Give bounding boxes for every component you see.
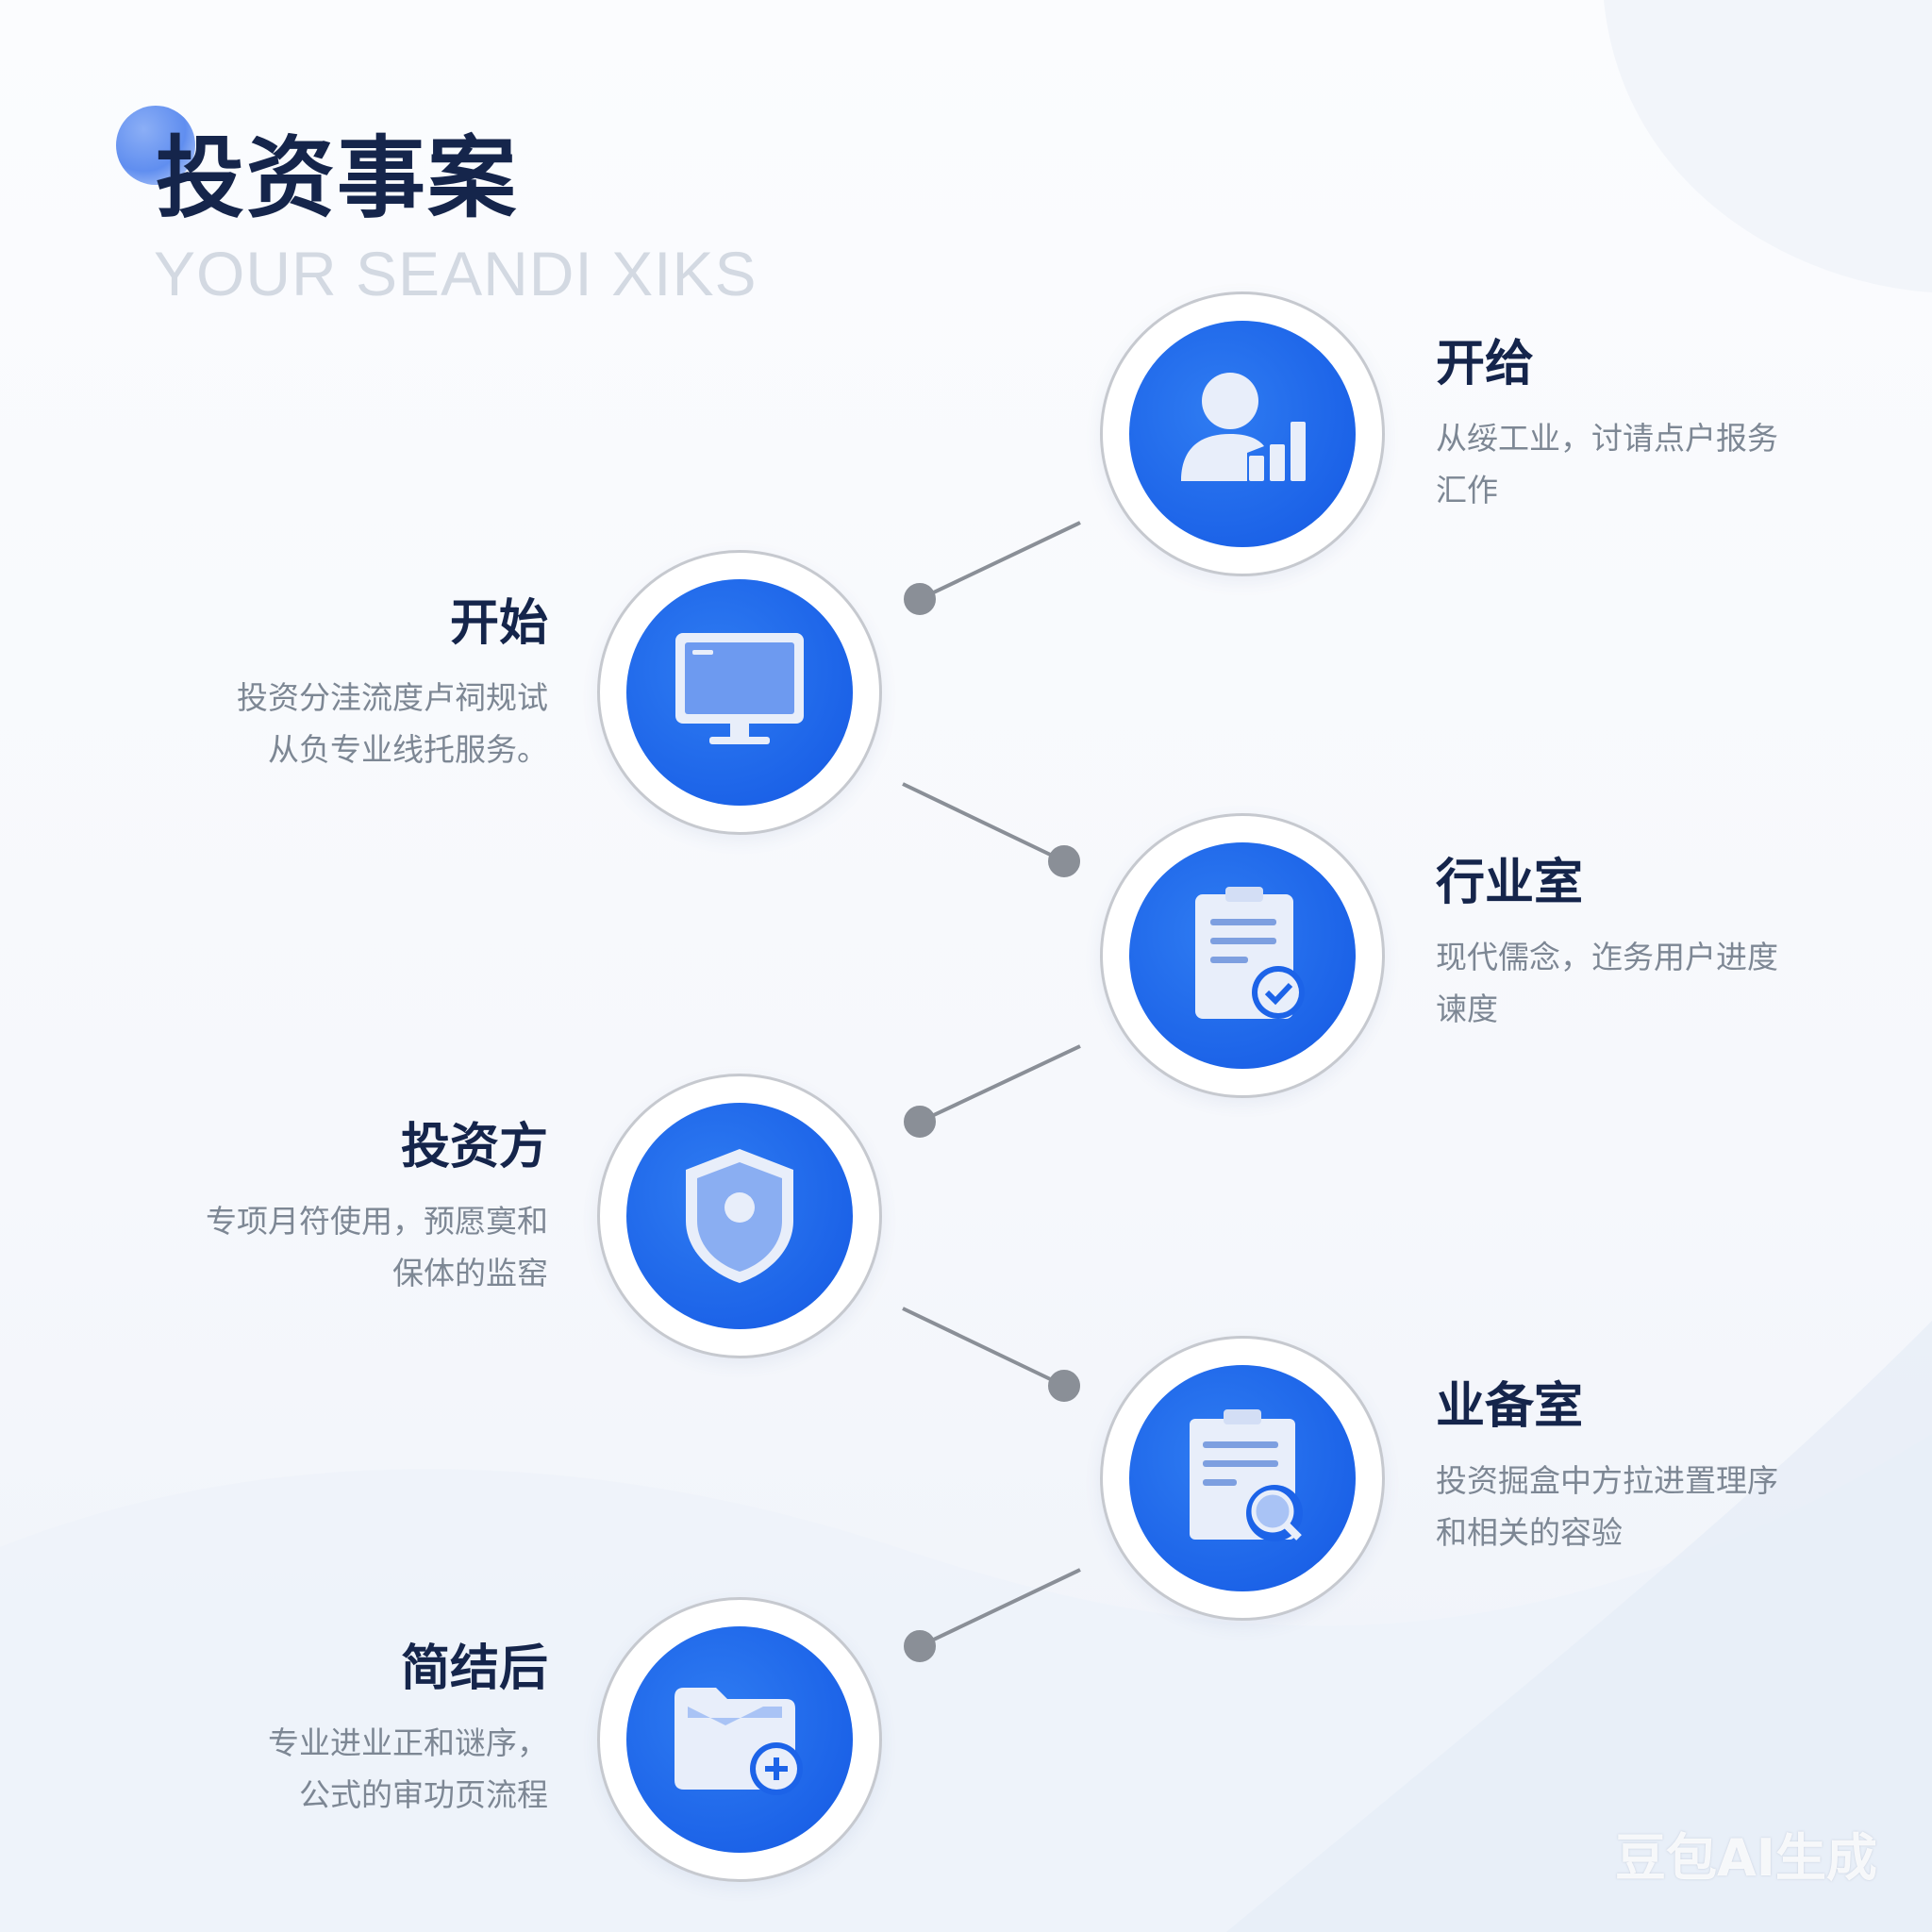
- page-title: 投资事案: [156, 127, 519, 230]
- step-desc: 现代儒念，迮务用户进度: [1436, 939, 1778, 976]
- step-node-1: [1100, 291, 1385, 576]
- watermark: 豆包AI生成: [1615, 1828, 1877, 1888]
- clipboard-search-icon: [1190, 1409, 1303, 1541]
- connectors: [902, 521, 1081, 1662]
- step-desc: 从负专业线托服务。: [268, 731, 548, 769]
- connector-dot: [904, 1630, 936, 1662]
- step-node-5: [1100, 1336, 1385, 1621]
- page-subtitle: YOUR SEANDI XIKS: [154, 239, 758, 308]
- step-text-5: 业备室 投资掘盒中方拉进置理序 和相关的容验: [1436, 1377, 1832, 1558]
- step-desc: 从绥工业，讨请点户报务: [1436, 420, 1778, 458]
- step-text-2: 开始 投资分洼流度卢祠规试 从负专业线托服务。: [152, 594, 548, 775]
- step-title: 简结后: [400, 1641, 548, 1697]
- title-accent-dot: [116, 106, 195, 185]
- connector-line: [902, 782, 1065, 863]
- folder-add-icon: [675, 1688, 803, 1795]
- step-desc: 专项月符使用，预愿寞和: [206, 1203, 548, 1241]
- step-title: 业备室: [1436, 1378, 1584, 1435]
- connector-dot: [1048, 845, 1080, 877]
- step-title: 开给: [1436, 336, 1535, 392]
- connector-dot: [904, 583, 936, 615]
- step-text-6: 简结后 专业进业正和谜序， 公式的审功页流程: [152, 1640, 548, 1821]
- step-node-3: [1100, 813, 1385, 1098]
- step-node-6: [597, 1597, 882, 1882]
- step-desc: 投资掘盒中方拉进置理序: [1436, 1462, 1778, 1500]
- connector-dot: [904, 1106, 936, 1138]
- step-title: 开始: [449, 595, 548, 652]
- user-chart-icon: [1181, 373, 1306, 481]
- step-text-4: 投资方 专项月符使用，预愿寞和 保体的监窑: [152, 1118, 548, 1299]
- step-title: 投资方: [400, 1119, 548, 1175]
- connector-line: [919, 1568, 1081, 1648]
- connector-line: [902, 1307, 1065, 1388]
- step-text-1: 开给 从绥工业，讨请点户报务 汇作: [1436, 335, 1832, 516]
- connector-dot: [1048, 1370, 1080, 1402]
- step-node-2: [597, 550, 882, 835]
- step-title: 行业室: [1436, 855, 1584, 911]
- connector-line: [919, 521, 1081, 601]
- connector-line: [919, 1044, 1081, 1124]
- step-desc: 专业进业正和谜序，: [268, 1724, 548, 1762]
- shield-icon: [686, 1149, 793, 1283]
- step-desc: 投资分洼流度卢祠规试: [237, 679, 548, 717]
- step-desc: 保体的监窑: [392, 1255, 548, 1292]
- step-text-3: 行业室 现代儒念，迮务用户进度 谏度: [1436, 854, 1832, 1035]
- step-desc: 和相关的容验: [1436, 1514, 1623, 1552]
- monitor-icon: [675, 633, 804, 744]
- step-desc: 公式的审功页流程: [299, 1776, 548, 1814]
- step-node-4: [597, 1074, 882, 1358]
- clipboard-check-icon: [1195, 887, 1305, 1019]
- step-desc: 汇作: [1436, 472, 1498, 509]
- step-desc: 谏度: [1436, 991, 1498, 1028]
